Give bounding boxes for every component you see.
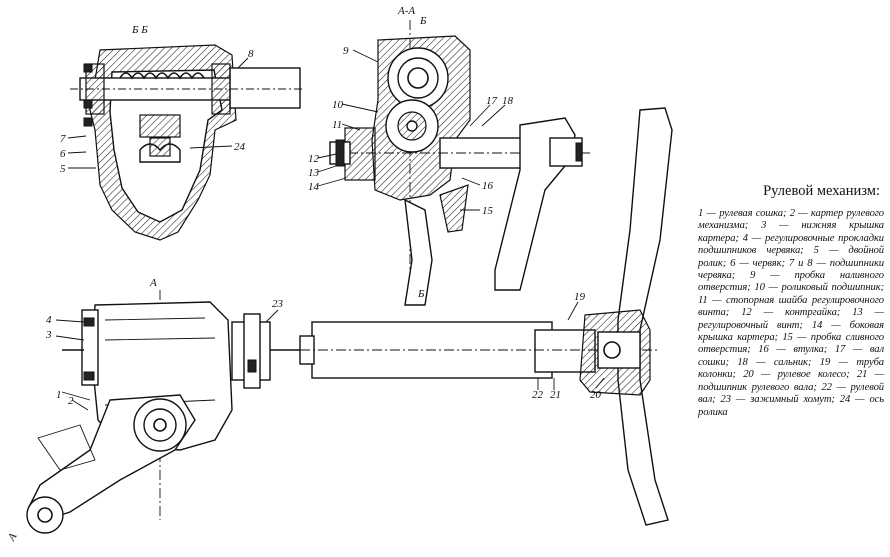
label-12: 12 xyxy=(308,153,320,165)
label-16: 16 xyxy=(482,180,494,192)
label-24: 24 xyxy=(234,141,246,153)
label-8: 8 xyxy=(248,48,254,60)
section-aa-b-mark: Б xyxy=(419,15,427,27)
label-6-top: 6 xyxy=(60,148,66,160)
label-2: 2 xyxy=(68,395,74,407)
label-23: 23 xyxy=(272,298,284,310)
label-17: 17 xyxy=(486,95,498,107)
section-bb-title: Б Б xyxy=(131,24,148,36)
label-4: 4 xyxy=(46,314,52,326)
section-a-mark-top: А xyxy=(149,277,157,289)
label-7: 7 xyxy=(60,133,66,145)
label-19: 19 xyxy=(574,291,586,303)
label-10: 10 xyxy=(332,99,344,111)
section-aa-view: А-А Б 9 xyxy=(308,5,590,306)
label-15: 15 xyxy=(482,205,494,217)
label-22: 22 xyxy=(532,389,544,401)
label-14: 14 xyxy=(308,181,320,193)
label-20: 20 xyxy=(590,389,602,401)
section-a-mark-bottom: А xyxy=(5,531,19,544)
caption-title: Рулевой механизм: xyxy=(763,183,880,199)
section-aa-title: А-А xyxy=(397,5,415,17)
label-11: 11 xyxy=(332,119,342,131)
label-18: 18 xyxy=(502,95,514,107)
label-5: 5 xyxy=(60,163,66,175)
section-bb-view: Б Б 8 7 6 5 24 xyxy=(60,24,305,241)
side-view: А xyxy=(5,107,673,544)
label-9: 9 xyxy=(343,45,349,57)
label-21: 21 xyxy=(550,389,561,401)
label-3: 3 xyxy=(45,329,52,341)
label-13: 13 xyxy=(308,167,320,179)
figure-caption: Рулевой механизм: 1 — рулевая сошка; 2 —… xyxy=(698,183,884,419)
section-aa-b-mark-bottom: Б xyxy=(417,288,425,300)
label-1: 1 xyxy=(56,389,62,401)
caption-legend-text: 1 — рулевая сошка; 2 — картер рулевого м… xyxy=(698,208,884,418)
